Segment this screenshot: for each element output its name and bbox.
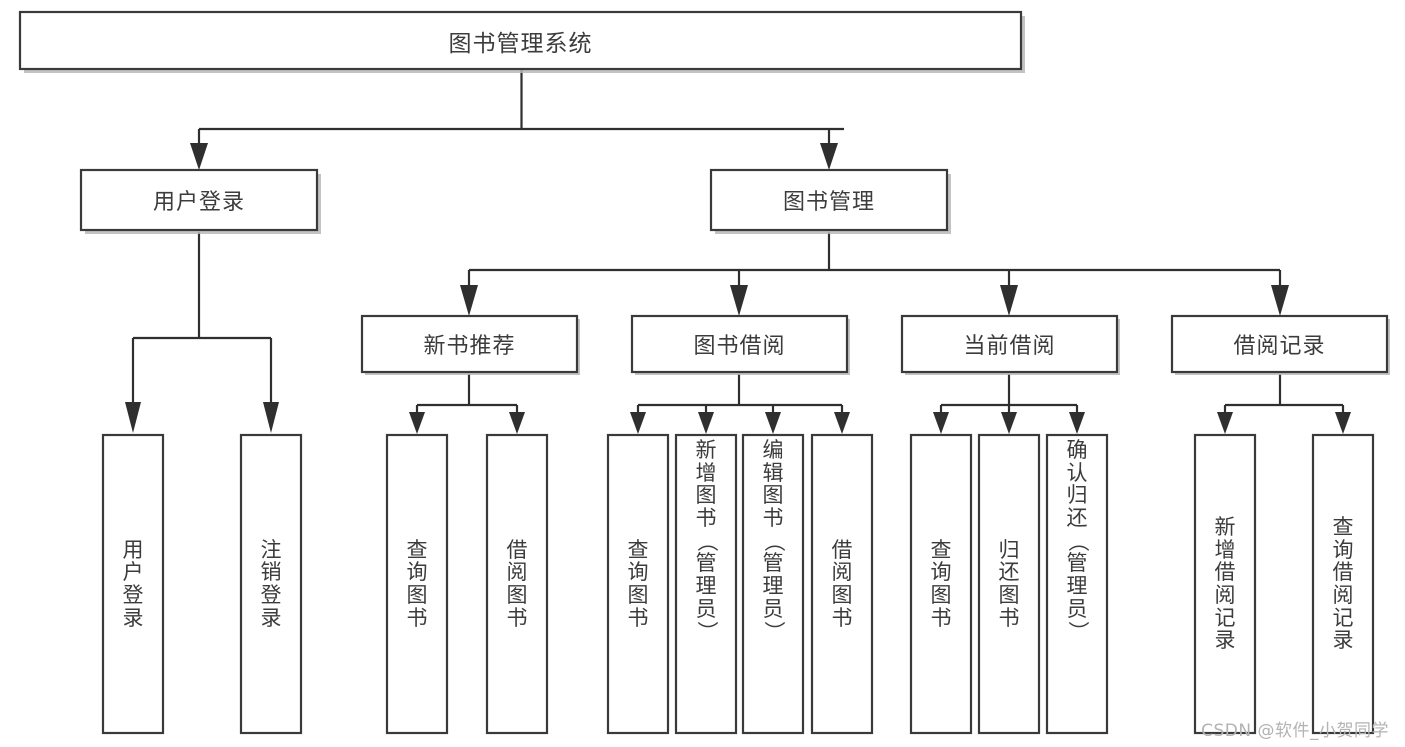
node-box-current-borrow[interactable] (900, 314, 1119, 374)
arrow-head-book-borrow (730, 285, 748, 316)
node-box-leaf-borrow-book-b[interactable] (810, 433, 874, 735)
arrow-head-borrow-leaf-3 (765, 412, 781, 434)
arrow-head-record-leaf-1 (1217, 412, 1233, 434)
node-box-book-manage[interactable] (709, 168, 949, 232)
node-box-leaf-return-book[interactable] (977, 433, 1041, 735)
arrow-head-book-manage (820, 143, 838, 170)
node-box-leaf-query-book-b[interactable] (606, 433, 670, 735)
arrow-head-record-leaf-2 (1335, 412, 1351, 434)
node-box-leaf-user-login[interactable] (101, 433, 165, 735)
arrow-head-leaf-user-login (125, 402, 141, 433)
connectors-layer (125, 70, 1351, 434)
arrow-head-user-login (190, 143, 208, 170)
node-box-leaf-add-record[interactable] (1193, 433, 1257, 735)
node-box-leaf-logout-login[interactable] (239, 433, 303, 735)
arrow-head-recommend-leaf-2 (509, 412, 525, 434)
node-box-leaf-query-book-a[interactable] (385, 433, 449, 735)
node-box-user-login[interactable] (79, 168, 319, 232)
node-box-leaf-add-book[interactable] (674, 433, 738, 735)
node-box-leaf-query-record[interactable] (1311, 433, 1375, 735)
arrow-head-current-leaf-2 (1001, 412, 1017, 434)
arrow-head-recommend-leaf-1 (409, 412, 425, 434)
arrow-head-borrow-leaf-2 (698, 412, 714, 434)
arrow-head-borrow-record (1271, 285, 1289, 316)
node-box-leaf-edit-book[interactable] (741, 433, 805, 735)
node-box-borrow-record[interactable] (1170, 314, 1389, 374)
node-box-leaf-query-book-c[interactable] (909, 433, 973, 735)
node-box-root[interactable] (18, 10, 1023, 71)
arrow-head-new-book (460, 285, 478, 316)
arrow-head-borrow-leaf-1 (630, 412, 646, 434)
node-box-leaf-borrow-book-a[interactable] (485, 433, 549, 735)
boxes-layer (18, 10, 1390, 735)
arrow-head-leaf-logout (263, 402, 279, 433)
arrow-head-current-borrow (1000, 285, 1018, 316)
node-box-book-borrow[interactable] (630, 314, 849, 374)
arrow-head-current-leaf-3 (1069, 412, 1085, 434)
node-box-leaf-confirm-return[interactable] (1045, 433, 1109, 735)
arrow-head-borrow-leaf-4 (834, 412, 850, 434)
arrow-head-current-leaf-1 (933, 412, 949, 434)
node-box-new-book-recommend[interactable] (360, 314, 579, 374)
